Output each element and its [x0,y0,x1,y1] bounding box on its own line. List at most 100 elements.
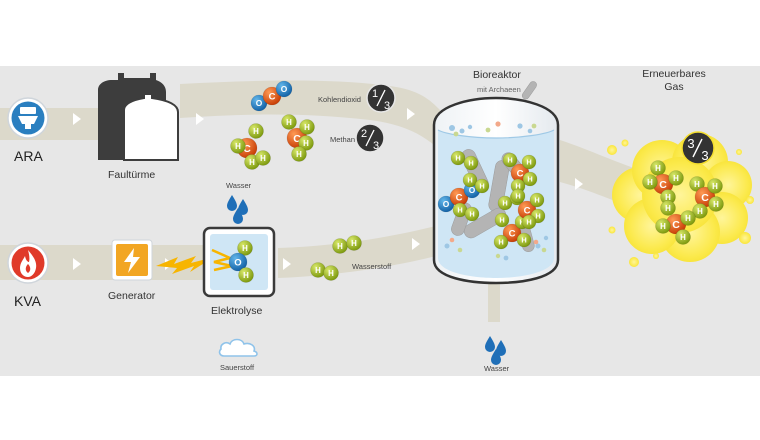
carbon-atom-letter: C [293,133,301,145]
water-bottom-label: Wasser [484,364,510,373]
carbon-atom-letter: C [524,205,531,216]
hydrogen-atom-letter: H [286,118,292,127]
hydrogen-atom-letter: H [685,214,691,223]
hydrogen-atom: H [497,195,513,211]
hydrogen-atom: H [502,152,518,168]
oxygen-atom-letter: O [281,84,288,94]
generator-icon [111,239,153,281]
svg-text:1: 1 [372,88,378,100]
hydrogen-atom-letter: H [526,158,531,167]
hydrogen-atom: H [299,119,315,135]
hydrogen-atom-letter: H [499,216,504,225]
hydrogen-atom-letter: H [712,182,718,191]
hydrogen-atom: H [462,172,478,188]
hydrogen-atom-letter: H [498,238,503,247]
hydrogen-atom: H [332,238,348,254]
hydrogen-atom: H [237,240,253,256]
hydrogen-atom: H [660,200,676,216]
hydrogen-atom-letter: H [680,233,686,242]
hydrogen-atom-letter: H [655,164,661,173]
kva-flame-icon [7,242,49,284]
hydrogen-atom-letter: H [697,207,703,216]
reactor-bubbles [444,121,549,261]
erneuerbares-label: Erneuerbares [642,68,706,80]
carbon-atom-letter: C [659,179,667,191]
kva-label: KVA [14,293,41,309]
hydrogen-atom-letter: H [337,242,343,251]
hydrogen-atom-letter: H [519,218,524,227]
ara-label: ARA [14,148,43,164]
hydrogen-atom-letter: H [303,139,309,148]
hydrogen-atom-letter: H [235,142,241,151]
hydrogen-atom-letter: H [515,182,520,191]
hydrogen-atom-letter: H [242,244,248,253]
hydrogen-atom: H [230,138,246,154]
hydrogen-atom-letter: H [468,159,473,168]
water-top-label: Wasser [226,181,252,190]
hydrogen-atom-letter: H [243,271,249,280]
water-drop-icon [485,336,506,365]
hydrogen-atom-letter: H [694,180,700,189]
hydrogen-atom: H [464,206,480,222]
hydrogen-atom-letter: H [296,150,302,159]
hydrogen-atom-letter: H [660,222,666,231]
hydrogen-atom-letter: H [665,204,671,213]
carbon-atom: C [502,223,522,243]
water-drop-icon [227,195,248,224]
hydrogen-atom-letter: H [673,174,679,183]
hydrogen-atom: H [238,267,254,283]
hydrogen-atom: H [248,123,264,139]
hydrogen-atom: H [529,192,545,208]
hydrogen-atom-letter: H [469,210,474,219]
hydrogen-atom-letter: H [502,199,507,208]
carbon-atom-letter: C [509,228,516,239]
archaea-icon [521,81,537,100]
oxygen-atom-letter: O [443,199,450,209]
hydrogen-atom: H [291,146,307,162]
hydrogen-atom: H [650,160,666,176]
hydrogen-atom-letter: H [253,127,259,136]
elektrolyse-label: Elektrolyse [211,305,263,317]
water-molecule: HOH [228,240,254,283]
hydrogen-atom: H [493,234,509,250]
hydrogen-atom: H [668,170,684,186]
hydrogen-atom-letter: H [260,154,266,163]
gas-label: Gas [664,81,684,93]
oxygen-cloud-icon [218,338,258,357]
hydrogen-atom: H [675,229,691,245]
hydrogen-atom-letter: H [351,239,357,248]
bioreaktor-label: Bioreaktor [473,69,521,81]
mit-archaeen-label: mit Archaeen [477,85,521,94]
hydrogen-atom: H [494,212,510,228]
hydrogen-atom: H [680,210,696,226]
methan-label: Methan [330,135,356,144]
hydrogen-atom: H [692,203,708,219]
hydrogen-atom-letter: H [521,236,526,245]
hydrogen-atom-letter: H [527,175,532,184]
hydrogen-atom: H [255,150,271,166]
svg-text:3: 3 [687,136,694,151]
hydrogen-atom-letter: H [455,154,460,163]
hydrogen-atom-letter: H [713,200,719,209]
fraction-badge-three-thirds: 3 3 [681,131,715,165]
kohlendioxid-label: Kohlendioxid [318,95,361,104]
oxygen-atom-letter: O [256,98,263,108]
faultuerme-label: Faultürme [108,169,156,181]
hydrogen-atom-letter: H [479,182,484,191]
sauerstoff-label: Sauerstoff [220,363,255,372]
hydrogen-atom-letter: H [665,193,671,202]
hydrogen-atom: H [522,171,538,187]
hydrogen-atom-letter: H [315,266,321,275]
svg-text:3: 3 [373,140,379,152]
hydrogen-atom: H [642,174,658,190]
hydrogen-atom: H [323,265,339,281]
hydrogen-atom: H [310,262,326,278]
hydrogen-atom: H [450,150,466,166]
